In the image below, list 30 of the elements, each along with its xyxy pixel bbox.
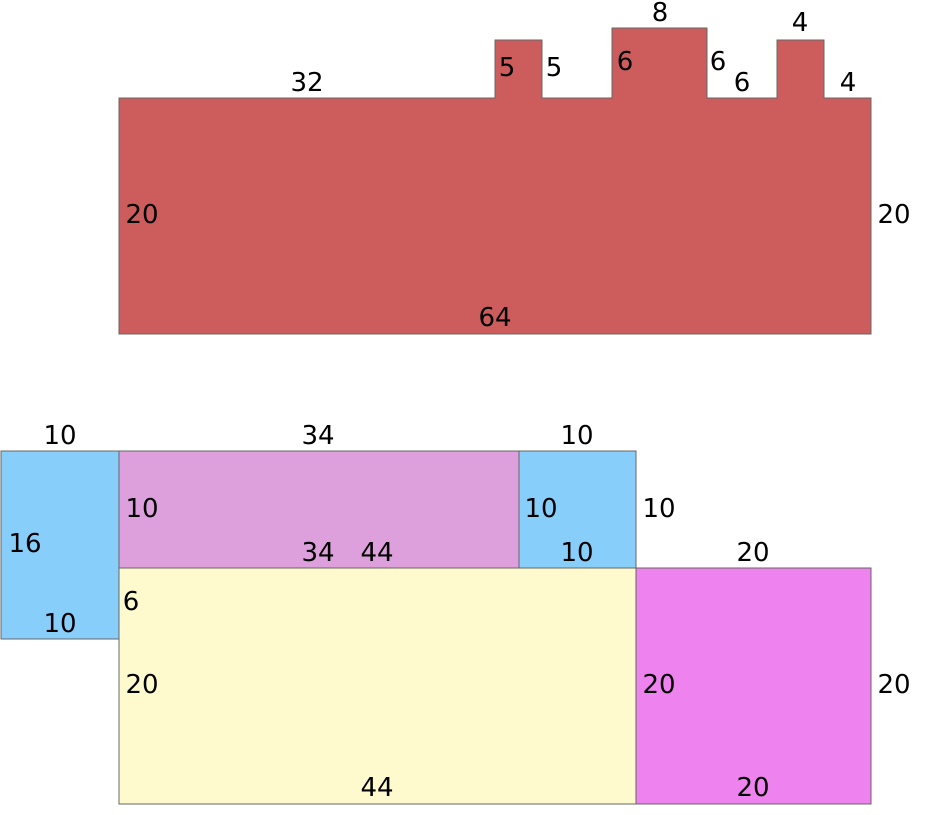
dimension-label: 6: [734, 70, 750, 96]
dimension-label: 10: [125, 496, 159, 522]
dimension-label: 10: [642, 496, 676, 522]
dimension-label: 34: [301, 540, 335, 566]
dimension-label: 20: [642, 672, 676, 698]
dimension-label: 16: [8, 531, 42, 557]
dimension-label: 10: [43, 423, 77, 449]
dimension-label: 10: [43, 611, 77, 637]
dimension-label: 20: [877, 202, 911, 228]
dimension-label: 4: [792, 10, 808, 36]
dimension-label: 10: [560, 540, 594, 566]
dimension-label: 32: [290, 70, 324, 96]
dimension-label: 20: [736, 775, 770, 801]
dimension-label: 20: [125, 672, 159, 698]
dimension-label: 64: [478, 305, 512, 331]
dimension-label: 20: [125, 202, 159, 228]
dimension-label: 20: [877, 672, 911, 698]
dimension-label: 34: [301, 423, 335, 449]
dimension-label: 20: [736, 540, 770, 566]
dimension-label: 6: [710, 49, 726, 75]
dimension-label: 10: [524, 496, 558, 522]
dimension-label: 4: [840, 70, 856, 96]
dimension-label: 8: [652, 0, 668, 26]
dimension-label: 6: [122, 589, 140, 615]
dimension-label: 44: [360, 540, 394, 566]
dimension-label: 10: [560, 423, 594, 449]
dimension-label: 6: [616, 49, 634, 75]
dimension-label: 5: [498, 55, 516, 81]
dimension-label: 5: [546, 55, 562, 81]
dimension-label: 44: [360, 775, 394, 801]
